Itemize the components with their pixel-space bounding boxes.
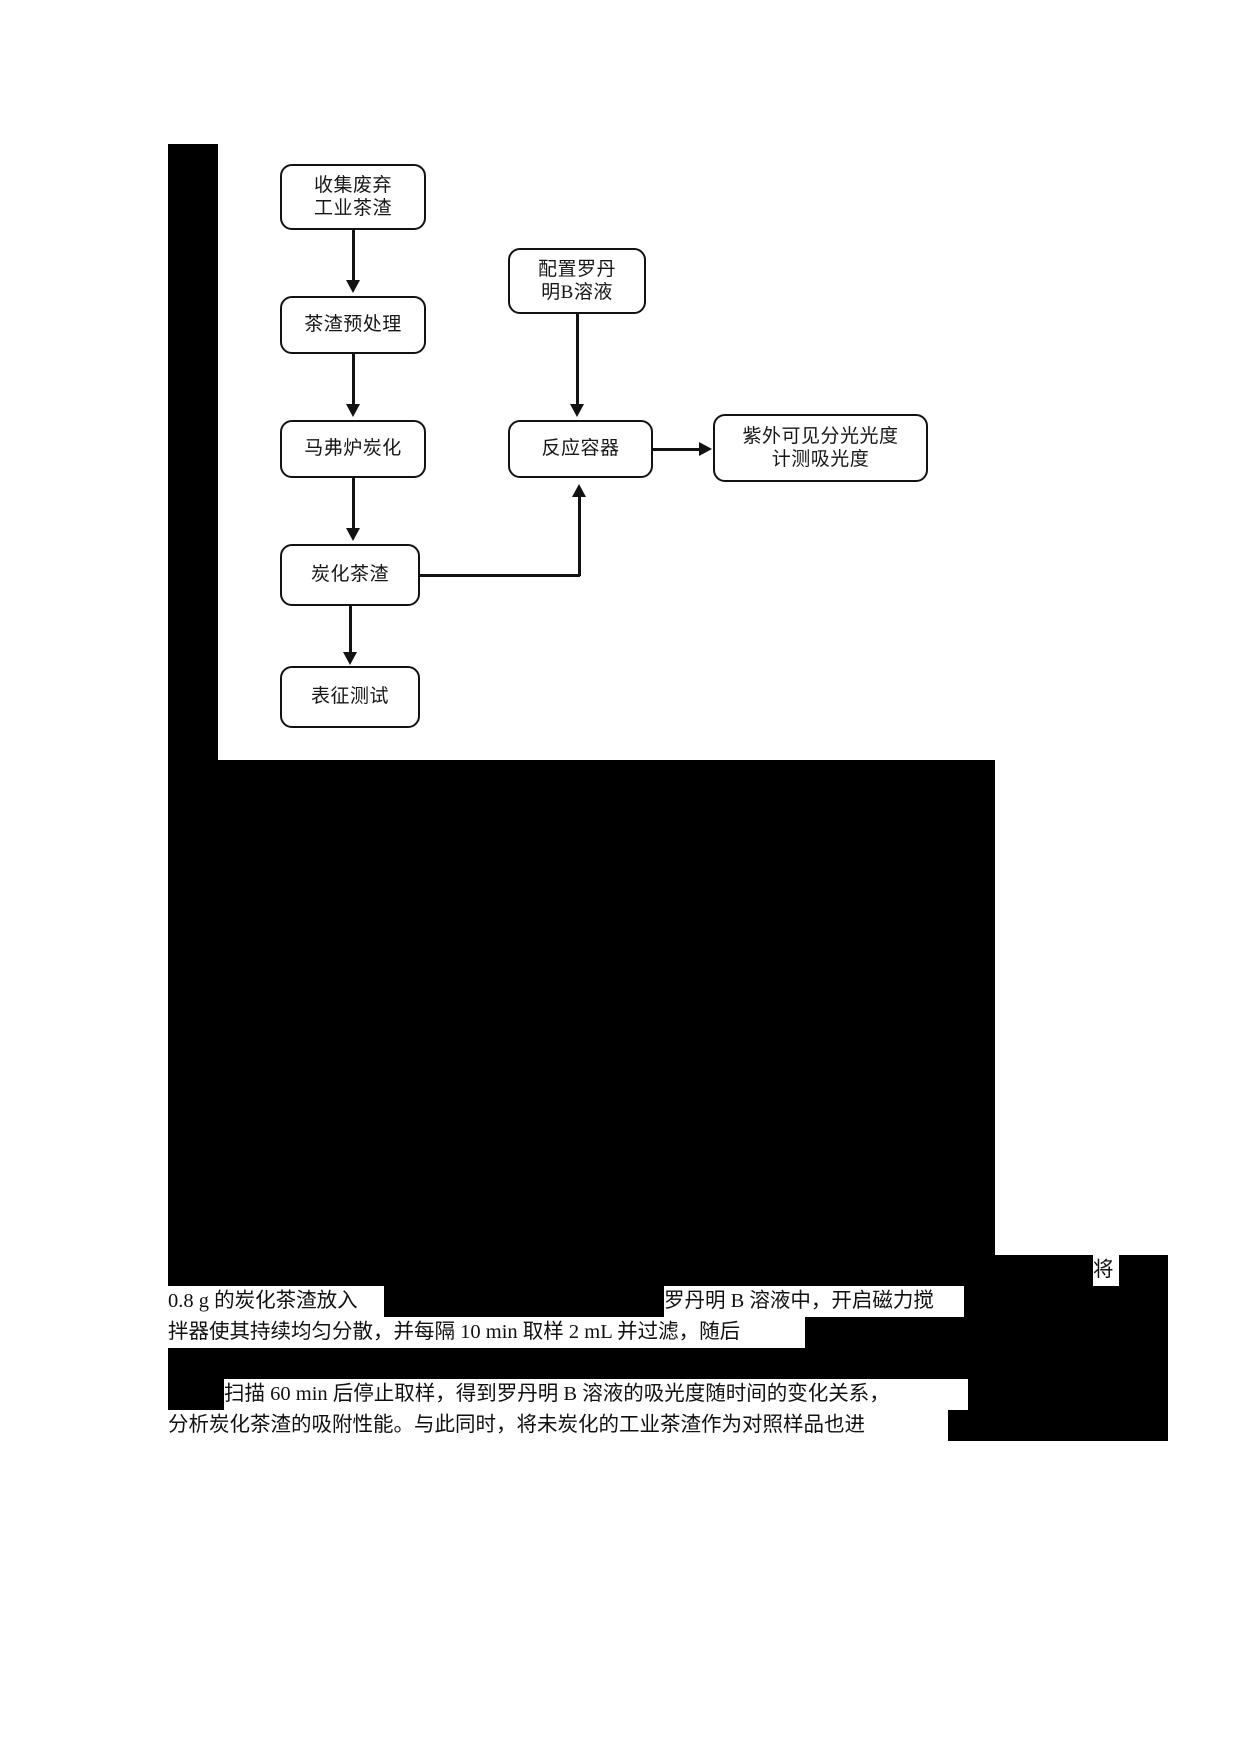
- edge-collect-pretreat-line: [352, 230, 355, 282]
- edge-char-charact-arrow: [343, 652, 357, 665]
- text-line: 0.8 g 的炭化茶渣放入 罗丹明 B 溶液中，开启磁力搅: [168, 1286, 1168, 1317]
- document-body-text: 将 0.8 g 的炭化茶渣放入 罗丹明 B 溶液中，开启磁力搅拌器使其持续均匀分散，…: [168, 1255, 1168, 1441]
- edge-collect-pretreat-arrow: [346, 280, 360, 293]
- flow-node-reaction-vessel[interactable]: 反应容器: [508, 420, 653, 478]
- redaction-block: [168, 1348, 1168, 1379]
- redaction-block: [805, 1317, 1168, 1348]
- edge-muffle-char-arrow: [346, 528, 360, 541]
- flow-node-characterization-test[interactable]: 表征测试: [280, 666, 420, 728]
- edge-pretreat-muffle-arrow: [346, 404, 360, 417]
- edge-reactor-uvvis-line: [653, 448, 703, 451]
- text-segment: 拌器使其持续均匀分散，并每隔 10 min 取样 2 mL 并过滤，随后: [168, 1317, 741, 1348]
- text-segment: 罗丹明 B 溶液中，开启磁力搅: [664, 1286, 934, 1317]
- redaction-left-strip: [168, 144, 218, 764]
- text-line: 将: [168, 1255, 1168, 1286]
- text-line: 分析炭化茶渣的吸附性能。与此同时，将未炭化的工业茶渣作为对照样品也进: [168, 1410, 1168, 1441]
- edge-pretreat-muffle-line: [352, 354, 355, 406]
- edge-char-reactor-vline: [578, 496, 581, 576]
- flow-node-prepare-rhodamine-b-solution[interactable]: 配置罗丹 明B溶液: [508, 248, 646, 314]
- flow-node-collect-waste-tea-residue[interactable]: 收集废弃 工业茶渣: [280, 164, 426, 230]
- text-segment: 将: [1093, 1255, 1114, 1286]
- edge-rhodb-reactor-arrow: [570, 404, 584, 417]
- text-line: 拌器使其持续均匀分散，并每隔 10 min 取样 2 mL 并过滤，随后: [168, 1317, 1168, 1348]
- edge-reactor-uvvis-arrow: [699, 442, 712, 456]
- text-segment: 扫描 60 min 后停止取样，得到罗丹明 B 溶液的吸光度随时间的变化关系，: [224, 1379, 890, 1410]
- redaction-block: [384, 1286, 664, 1317]
- flow-node-tea-residue-pretreatment[interactable]: 茶渣预处理: [280, 296, 426, 354]
- redaction-block: [168, 1379, 224, 1410]
- redaction-block: [168, 1255, 1093, 1286]
- edge-rhodb-reactor-line: [576, 314, 579, 406]
- edge-char-reactor-hline: [420, 574, 580, 577]
- text-line: [168, 1348, 1168, 1379]
- flow-node-uv-vis-spectrophotometer-absorbance[interactable]: 紫外可见分光光度 计测吸光度: [713, 414, 928, 482]
- flow-node-carbonized-tea-residue[interactable]: 炭化茶渣: [280, 544, 420, 606]
- edge-char-charact-line: [349, 606, 352, 654]
- redaction-block: [968, 1379, 1168, 1410]
- text-segment: 分析炭化茶渣的吸附性能。与此同时，将未炭化的工业茶渣作为对照样品也进: [168, 1410, 865, 1441]
- redaction-lower-block: [168, 760, 995, 1255]
- flow-node-muffle-furnace-carbonization[interactable]: 马弗炉炭化: [280, 420, 426, 478]
- redaction-block: [1119, 1255, 1168, 1286]
- edge-char-reactor-arrow: [572, 484, 586, 497]
- redaction-block: [948, 1410, 1168, 1441]
- text-segment: 0.8 g 的炭化茶渣放入: [168, 1286, 358, 1317]
- redaction-block: [964, 1286, 1168, 1317]
- edge-muffle-char-line: [352, 478, 355, 530]
- process-flow-diagram: 收集废弃 工业茶渣 茶渣预处理 马弗炉炭化 炭化茶渣 表征测试 配置罗丹 明B溶…: [218, 144, 995, 760]
- text-line: 扫描 60 min 后停止取样，得到罗丹明 B 溶液的吸光度随时间的变化关系，: [168, 1379, 1168, 1410]
